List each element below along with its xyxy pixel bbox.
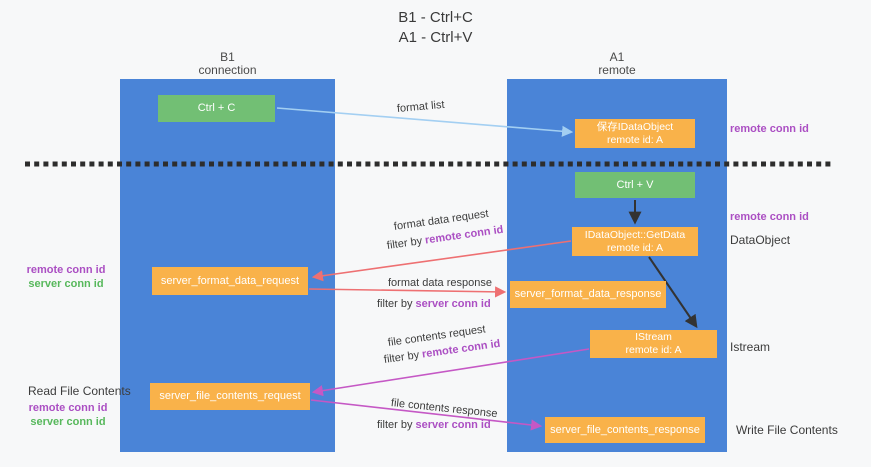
lane-a1-name: A1 xyxy=(609,50,625,64)
remote-conn-id-label-left-2: remote conn id xyxy=(28,402,108,414)
lane-header-b1: B1 connection xyxy=(120,51,335,77)
file-response-filter-label: filter by server conn id xyxy=(377,419,491,431)
node-server-format-data-response: server_format_data_response xyxy=(510,281,666,308)
filter-key-server-conn-id: server conn id xyxy=(415,298,491,310)
node-ctrl-v: Ctrl + V xyxy=(575,172,695,198)
format-response-arrow xyxy=(308,286,507,298)
node-idataobject-getdata: IDataObject::GetData remote id: A xyxy=(572,227,698,256)
node-format-request-label: server_format_data_request xyxy=(160,274,300,287)
node-file-response-label: server_file_contents_response xyxy=(550,423,700,436)
filter-by-prefix: filter by xyxy=(377,419,416,431)
remote-conn-id-label-top-right: remote conn id xyxy=(730,123,809,135)
format-data-response-label: format data response xyxy=(388,277,492,289)
istream-label: Istream xyxy=(730,340,771,354)
remote-conn-id-label-left-1: remote conn id xyxy=(26,264,106,276)
file-contents-response-label: file contents response xyxy=(390,397,499,421)
write-file-contents-label: Write File Contents xyxy=(736,423,838,437)
node-getdata-line1: IDataObject::GetData xyxy=(584,228,686,241)
title-line-1: B1 - Ctrl+C xyxy=(398,9,473,26)
lane-b1-name: B1 xyxy=(220,50,235,64)
node-ctrl-c: Ctrl + C xyxy=(158,95,275,122)
read-file-contents-label: Read File Contents xyxy=(28,384,131,398)
node-format-response-label: server_format_data_response xyxy=(514,288,662,300)
left-conn-id-stack-2: remote conn id server conn id xyxy=(22,401,114,429)
server-conn-id-label-left-2: server conn id xyxy=(30,416,106,428)
remote-conn-id-label-mid-right: remote conn id xyxy=(730,211,809,223)
node-server-file-contents-response: server_file_contents_response xyxy=(545,417,705,443)
node-file-request-label: server_file_contents_request xyxy=(159,390,301,402)
lane-header-a1: A1 remote xyxy=(507,51,727,77)
node-istream-line1: IStream xyxy=(635,331,672,343)
title-line-2: A1 - Ctrl+V xyxy=(398,29,473,46)
node-save-idataobject: 保存IDataObject remote id: A xyxy=(575,119,695,148)
left-conn-id-stack-1: remote conn id server conn id xyxy=(20,263,112,291)
format-list-label: format list xyxy=(396,98,446,115)
filter-by-prefix: filter by xyxy=(386,234,426,252)
server-conn-id-label-left-1: server conn id xyxy=(28,278,104,290)
diagram-title: B1 - Ctrl+C A1 - Ctrl+V xyxy=(0,8,871,48)
filter-by-prefix: filter by xyxy=(383,348,423,366)
node-server-format-data-request: server_format_data_request xyxy=(152,267,308,295)
node-save-idataobject-line1: 保存IDataObject xyxy=(596,120,674,133)
node-getdata-line2: remote id: A xyxy=(606,241,664,254)
node-ctrl-v-label: Ctrl + V xyxy=(616,178,654,191)
node-istream: IStream remote id: A xyxy=(590,330,717,358)
filter-key-server-conn-id: server conn id xyxy=(415,419,491,431)
dataobject-label: DataObject xyxy=(730,233,791,247)
lane-b1-role: connection xyxy=(198,63,257,77)
format-response-filter-label: filter by server conn id xyxy=(377,298,491,310)
node-save-idataobject-line2: remote id: A xyxy=(606,133,664,146)
filter-by-prefix: filter by xyxy=(377,298,416,310)
node-istream-line2: remote id: A xyxy=(625,344,682,356)
node-ctrl-c-label: Ctrl + C xyxy=(197,102,236,114)
filter-key-remote-conn-id: remote conn id xyxy=(424,223,505,247)
lane-a1-role: remote xyxy=(598,63,636,77)
node-server-file-contents-request: server_file_contents_request xyxy=(150,383,310,410)
